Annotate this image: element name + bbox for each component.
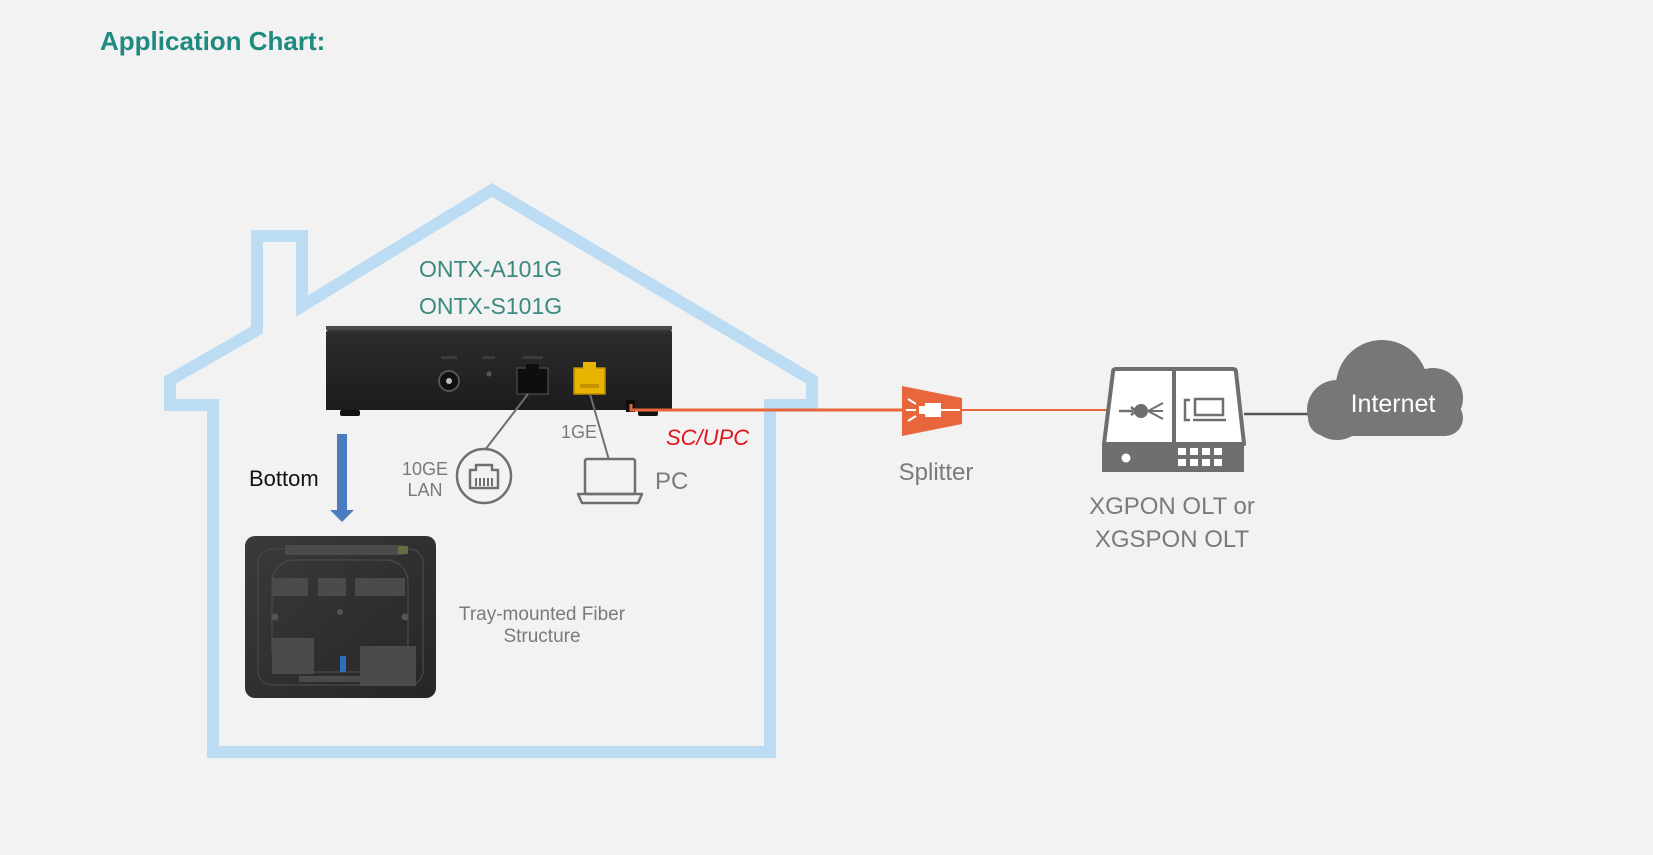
laptop-icon	[576, 457, 644, 505]
olt-label-line2: XGSPON OLT	[1095, 526, 1250, 553]
ethernet-port-icon	[455, 447, 513, 505]
tray-label-line1: Tray-mounted Fiber	[459, 604, 626, 625]
house-outline	[164, 182, 818, 758]
model-label-a: ONTX-A101G	[419, 256, 562, 282]
port-1ge-label: 1GE	[561, 422, 597, 442]
lan-cable	[484, 393, 529, 451]
splitter-label: Splitter	[899, 459, 974, 486]
bottom-arrow	[330, 434, 354, 522]
lan-port-1ge	[573, 362, 606, 395]
internet-label: Internet	[1351, 390, 1436, 418]
lan-label-line1: 10GE	[402, 459, 448, 479]
reset-hole	[486, 371, 492, 377]
olt-label-line1: XGPON OLT or	[1089, 493, 1255, 520]
ont-bottom-view	[245, 536, 436, 698]
tray-label-line2: Structure	[503, 626, 580, 647]
bottom-label: Bottom	[249, 466, 319, 491]
splitter-icon	[902, 386, 962, 436]
olt-icon	[1102, 367, 1246, 472]
connector-label: SC/UPC	[666, 425, 749, 450]
model-label-s: ONTX-S101G	[419, 293, 562, 319]
fiber-link	[629, 404, 1110, 412]
page-title: Application Chart:	[100, 26, 326, 56]
power-jack-icon	[438, 370, 460, 392]
pc-label: PC	[655, 468, 688, 495]
cloud-icon	[1307, 340, 1463, 440]
pc-cable	[589, 393, 610, 461]
lan-port-10ge	[516, 364, 549, 395]
lan-label-line2: LAN	[407, 480, 442, 500]
ont-device	[326, 326, 672, 416]
